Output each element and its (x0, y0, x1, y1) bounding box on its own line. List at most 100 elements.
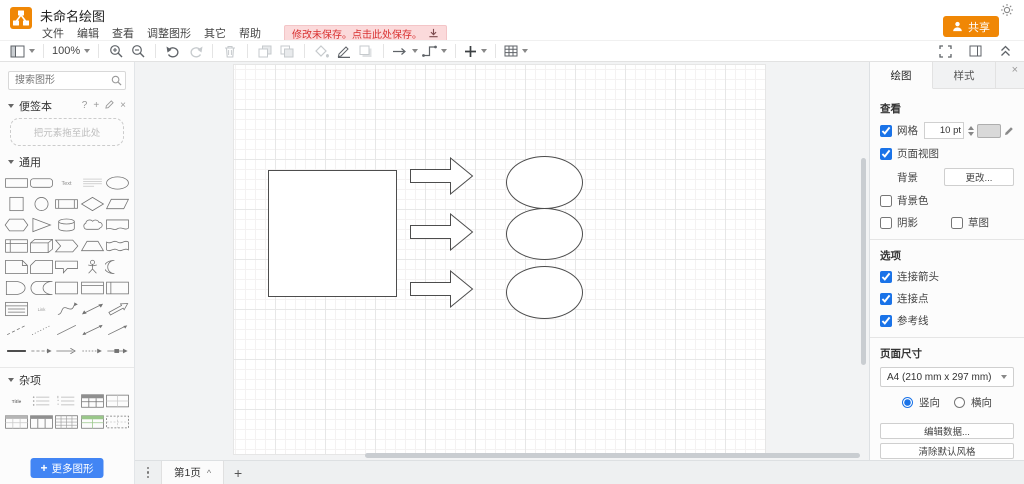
shape-card-icon[interactable] (29, 256, 54, 277)
shape-circle-icon[interactable] (29, 193, 54, 214)
guides-checkbox[interactable] (880, 314, 892, 327)
clear-default-style-button[interactable]: 清除默认风格 (880, 443, 1014, 459)
shadow-icon[interactable] (355, 42, 377, 60)
shape-directional-connector-icon[interactable] (105, 319, 130, 340)
unsaved-changes-banner[interactable]: 修改未保存。点击此处保存。 (284, 24, 447, 42)
shape-tape-icon[interactable] (105, 235, 130, 256)
canvas-shape-block-arrow[interactable] (410, 213, 474, 251)
shape-textbox-icon[interactable] (80, 172, 105, 193)
page-tab-1[interactable]: 第1页 ^ (161, 461, 225, 484)
table-icon[interactable] (502, 42, 530, 60)
tab-style[interactable]: 样式 (933, 62, 996, 88)
connection-points-checkbox[interactable] (880, 292, 892, 305)
shape-container-icon[interactable] (54, 277, 79, 298)
format-panel-toggle-icon[interactable] (964, 42, 986, 60)
share-button[interactable]: 共享 (943, 16, 999, 37)
shape-dotted-line-icon[interactable] (29, 319, 54, 340)
canvas-vertical-scrollbar[interactable] (861, 158, 866, 365)
shape-ordered-list-icon[interactable] (54, 390, 79, 411)
section-misc-header[interactable]: 杂项 (0, 370, 134, 389)
canvas-shape-block-arrow[interactable] (410, 270, 474, 308)
landscape-radio[interactable] (954, 397, 965, 408)
shape-cloud-icon[interactable] (80, 214, 105, 235)
shape-arrow-edge-icon[interactable] (54, 340, 79, 361)
edit-pencil-icon[interactable] (1004, 126, 1014, 136)
menu-help[interactable]: 帮助 (239, 28, 261, 40)
shape-horizontal-container-icon[interactable] (105, 277, 130, 298)
canvas-shape-ellipse[interactable] (506, 266, 583, 319)
connection-icon[interactable] (390, 42, 420, 60)
scratchpad-header[interactable]: 便签本 ? + × (0, 96, 134, 115)
shape-process-icon[interactable] (54, 193, 79, 214)
shape-link-icon[interactable]: Link (29, 298, 54, 319)
search-icon[interactable] (111, 73, 122, 91)
to-back-icon[interactable] (276, 42, 298, 60)
shape-table-dashed-icon[interactable] (105, 411, 130, 432)
panel-close-icon[interactable]: × (1011, 64, 1018, 76)
scratchpad-edit-icon[interactable] (105, 99, 114, 112)
shape-step-icon[interactable] (54, 235, 79, 256)
line-color-icon[interactable] (333, 42, 355, 60)
redo-icon[interactable] (184, 42, 206, 60)
shape-dashed-arrow-edge-icon[interactable] (80, 340, 105, 361)
menu-arrange[interactable]: 调整图形 (147, 28, 191, 40)
shape-document-icon[interactable] (105, 214, 130, 235)
fullscreen-icon[interactable] (934, 42, 956, 60)
zoom-in-icon[interactable] (105, 42, 127, 60)
shape-bold-line-icon[interactable] (4, 340, 29, 361)
more-shapes-button[interactable]: + 更多图形 (30, 458, 104, 478)
shape-rectangle-icon[interactable] (4, 172, 29, 193)
grid-checkbox[interactable] (880, 124, 892, 137)
tab-diagram[interactable]: 绘图 (870, 62, 933, 89)
paper-size-select[interactable]: A4 (210 mm x 297 mm) (880, 367, 1014, 387)
shape-title-text-icon[interactable]: Title (4, 390, 29, 411)
shape-ellipse-icon[interactable] (105, 172, 130, 193)
grid-size-input[interactable] (924, 122, 964, 139)
edit-data-button[interactable]: 编辑数据... (880, 423, 1014, 439)
scratchpad-help-icon[interactable]: ? (81, 100, 88, 111)
delete-icon[interactable] (219, 42, 241, 60)
canvas-horizontal-scrollbar[interactable] (365, 453, 860, 458)
canvas-shape-ellipse[interactable] (506, 208, 583, 260)
shape-dashed-edge-icon[interactable] (29, 340, 54, 361)
grid-size-stepper[interactable] (968, 125, 974, 136)
shape-hexagon-icon[interactable] (4, 214, 29, 235)
scratchpad-drop-zone[interactable]: 把元素拖至此处 (10, 118, 124, 146)
shape-cube-icon[interactable] (29, 235, 54, 256)
shape-connector-symbol-icon[interactable] (105, 340, 130, 361)
shape-table-green-icon[interactable] (80, 411, 105, 432)
shape-trapezoid-icon[interactable] (80, 235, 105, 256)
shape-line-icon[interactable] (54, 319, 79, 340)
shape-table-dark-icon[interactable] (80, 390, 105, 411)
menu-view[interactable]: 查看 (112, 28, 134, 40)
menu-file[interactable]: 文件 (42, 28, 64, 40)
page-view-checkbox[interactable] (880, 147, 892, 160)
theme-toggle-icon[interactable] (1000, 3, 1014, 17)
shape-text-icon[interactable]: Text (54, 172, 79, 193)
portrait-radio[interactable] (902, 397, 913, 408)
shape-unordered-list-icon[interactable] (29, 390, 54, 411)
shape-table-light-icon[interactable] (105, 390, 130, 411)
shape-callout-icon[interactable] (54, 256, 79, 277)
pages-menu-icon[interactable] (135, 461, 161, 484)
scratchpad-close-icon[interactable]: × (120, 100, 126, 111)
background-color-checkbox[interactable] (880, 194, 892, 207)
waypoints-icon[interactable] (420, 42, 449, 60)
shape-bidirectional-arrow-icon[interactable] (80, 298, 105, 319)
canvas-shape-ellipse[interactable] (506, 156, 583, 209)
shape-search-input[interactable] (8, 71, 126, 90)
canvas-shape-block-arrow[interactable] (410, 157, 474, 195)
zoom-out-icon[interactable] (127, 42, 149, 60)
page-view-icon[interactable] (8, 42, 37, 60)
shape-data-storage-icon[interactable] (29, 277, 54, 298)
zoom-dropdown[interactable]: 100% (50, 42, 92, 60)
to-front-icon[interactable] (254, 42, 276, 60)
sketch-checkbox[interactable] (951, 216, 963, 229)
shape-parallelogram-icon[interactable] (105, 193, 130, 214)
drawing-page[interactable] (233, 64, 766, 455)
shape-note-icon[interactable] (4, 256, 29, 277)
shape-rounded-rectangle-icon[interactable] (29, 172, 54, 193)
shape-triangle-icon[interactable] (29, 214, 54, 235)
grid-color-swatch[interactable] (977, 123, 1001, 138)
shape-square-icon[interactable] (4, 193, 29, 214)
